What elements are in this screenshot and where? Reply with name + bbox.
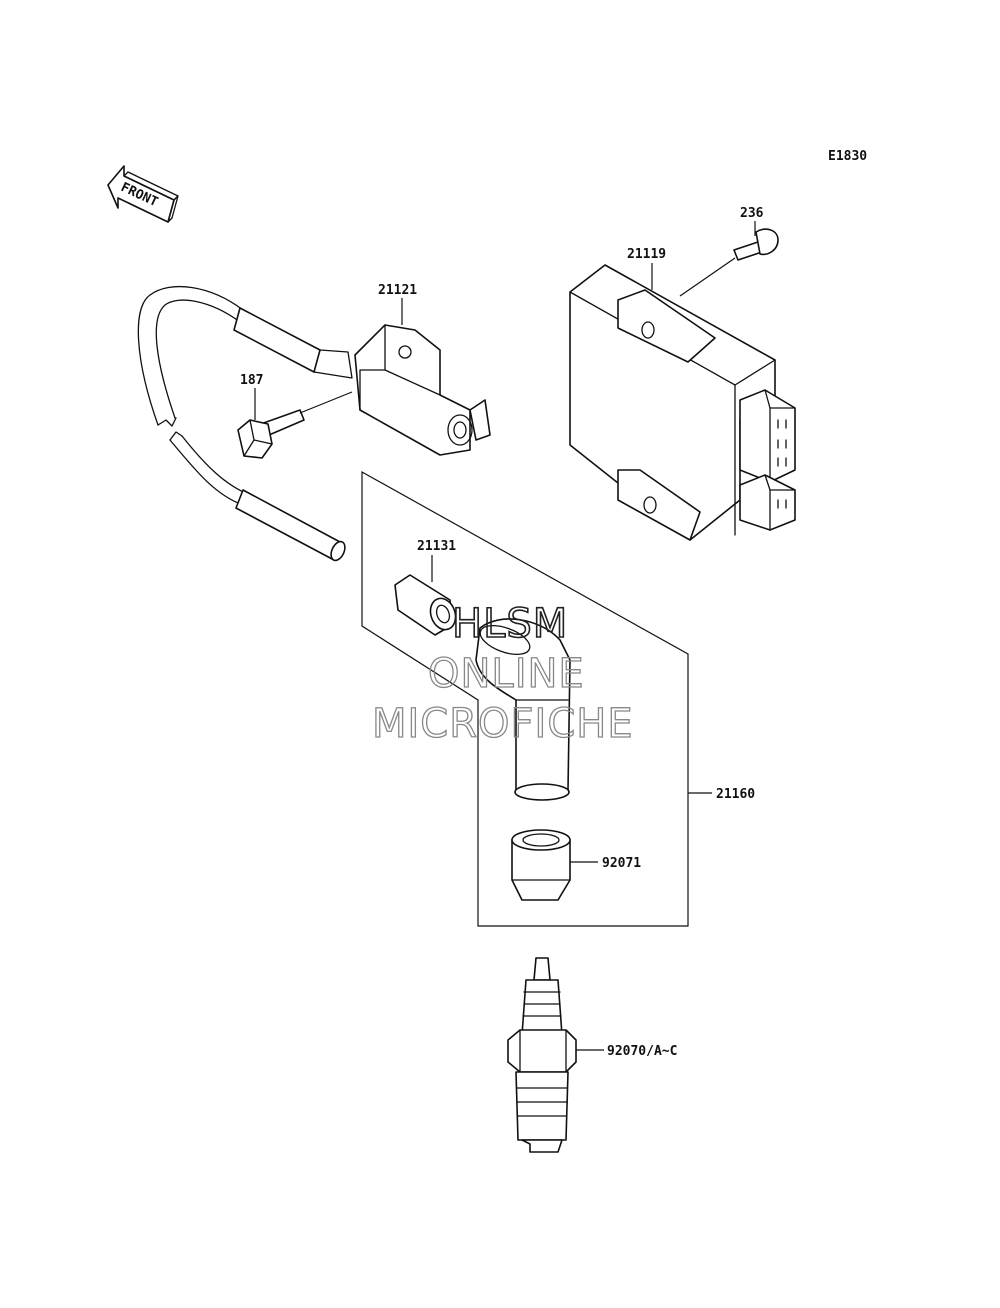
part-label-21121: 21121 [378,283,417,298]
part-label-92071: 92071 [602,856,641,871]
assembly-frame-21160 [361,470,689,927]
watermark: HLSM ONLINE MICROFICHE [371,600,634,747]
watermark-line-3: MICROFICHE [372,701,634,747]
part-label-187: 187 [240,373,263,388]
plug-cap-21131-drawing [394,574,457,636]
screw-236-drawing [733,228,779,261]
part-label-236: 236 [740,206,764,221]
part-label-21119: 21119 [627,247,666,262]
watermark-line-2: ONLINE [428,651,585,697]
part-label-92070: 92070/A~C [607,1044,677,1059]
ignition-coil-drawing [137,285,491,562]
front-arrow-icon: FRONT [107,165,179,223]
watermark-line-1: HLSM [452,601,568,647]
part-label-21131: 21131 [417,539,456,554]
igniter-unit-drawing [569,264,796,541]
cover-92071-drawing [511,829,571,901]
part-label-21160: 21160 [716,787,755,802]
bolt-187-drawing [237,409,305,459]
spark-plug-drawing [507,957,577,1153]
plug-cap-body-drawing [475,618,571,801]
diagram-ref-code: E1830 [828,149,867,164]
